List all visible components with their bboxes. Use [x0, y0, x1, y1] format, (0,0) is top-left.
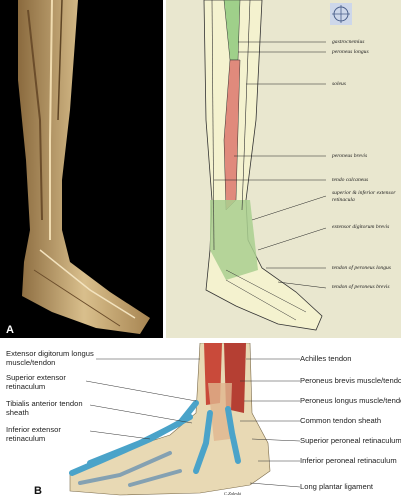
label-extensor-retinacula: superior & inferior extensor retinacula — [332, 190, 396, 203]
label-common-tendon-sheath: Common tendon sheath — [300, 416, 382, 425]
drawing-labels-pane — [326, 0, 401, 338]
anatomy-drawing — [166, 0, 326, 338]
illustrator-signature: C.Zaleski — [224, 491, 242, 496]
label-tendon-peroneus-brevis: tendon of peroneus brevis — [332, 284, 390, 290]
label-tibialis-anterior-sheath: Tibialis anterior tendon sheath — [6, 399, 83, 417]
label-peroneus-longus: peroneus longus — [332, 49, 369, 55]
dissection-photo-art — [18, 0, 150, 334]
panel-letter-a: A — [6, 324, 14, 336]
label-inferior-extensor-retinaculum: Inferior extensor retinaculum — [6, 425, 61, 443]
label-soleus: soleus — [332, 81, 346, 87]
label-peroneus-longus-muscle: Peroneus longus muscle/tendon — [300, 396, 401, 405]
label-superior-extensor-retinaculum: Superior extensor retinaculum — [6, 373, 66, 391]
label-gastrocnemius: gastrocnemius — [332, 39, 365, 45]
label-peroneus-brevis: peroneus brevis — [332, 153, 368, 159]
label-tendo-calcaneus: tendo calcaneus — [332, 177, 369, 183]
ankle-sheath-art — [69, 343, 301, 496]
label-superior-peroneal-retinaculum: Superior peroneal retinaculum — [300, 436, 401, 445]
label-extensor-digitorum-brevis: extensor digitorum brevis — [332, 224, 390, 230]
label-tendon-peroneus-longus: tendon of peroneus longus — [332, 265, 391, 271]
tendon-sheath-illustration: B C.Zaleski Extensor digitorum longus mu… — [0, 343, 401, 500]
label-inferior-peroneal-retinaculum: Inferior peroneal retinaculum — [300, 456, 397, 465]
dissection-photo: A — [0, 0, 163, 338]
label-peroneus-brevis-muscle: Peroneus brevis muscle/tendon — [300, 376, 401, 385]
label-achilles-tendon: Achilles tendon — [300, 354, 352, 363]
label-long-plantar-ligament: Long plantar ligament — [300, 482, 374, 491]
anatomy-drawing-art — [203, 0, 326, 331]
label-extensor-digitorum-longus: Extensor digitorum longus muscle/tendon — [6, 349, 94, 367]
orientation-compass-icon — [330, 3, 352, 25]
panel-letter-b: B — [34, 485, 42, 497]
